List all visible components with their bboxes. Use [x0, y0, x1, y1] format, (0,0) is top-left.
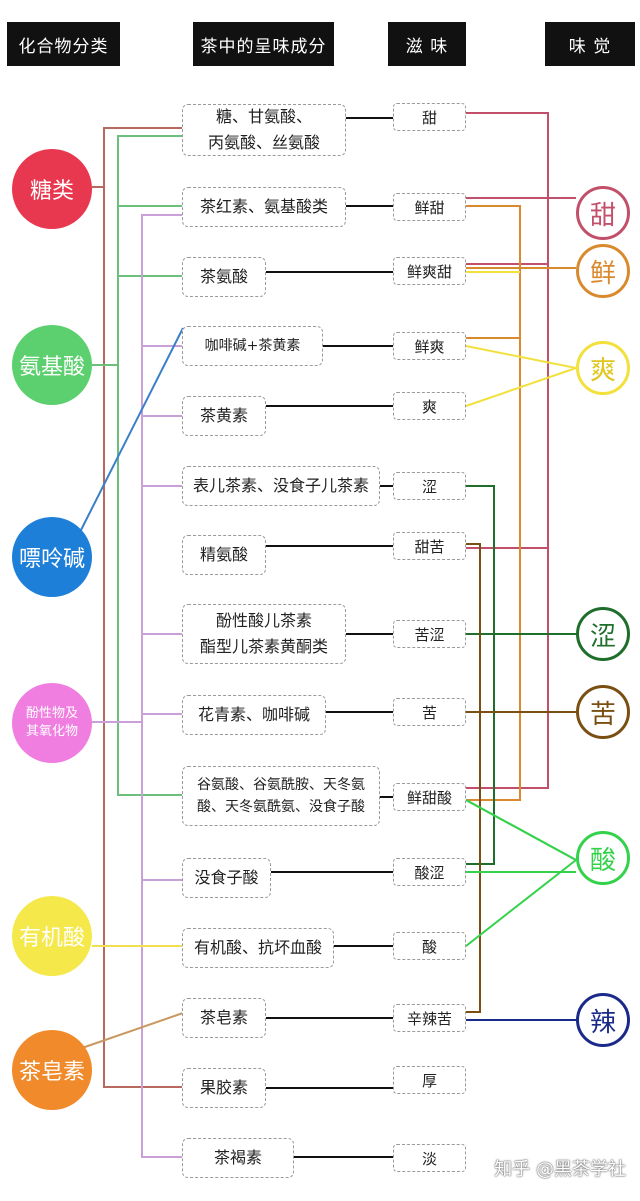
flavor-box: 淡 [393, 1144, 466, 1172]
component-box: 果胶素 [182, 1068, 266, 1108]
component-box: 表儿茶素、没食子儿茶素 [182, 466, 380, 506]
flavor-box: 厚 [393, 1066, 466, 1094]
component-box: 精氨酸 [182, 535, 266, 575]
watermark-text: 知乎 @黑茶学社 [494, 1159, 626, 1180]
flavor-box: 鲜爽甜 [393, 257, 466, 285]
header-flavor-components: 茶中的呈味成分 [193, 22, 334, 66]
header-sense: 味 觉 [545, 22, 635, 66]
component-box: 谷氨酸、谷氨酰胺、天冬氨 酸、天冬氨酰氨、没食子酸 [182, 766, 380, 826]
category-sugars: 糖类 [12, 149, 92, 229]
taste-astringent: 涩 [576, 607, 630, 661]
taste-sweet: 甜 [576, 186, 630, 240]
flavor-box: 鲜爽 [393, 332, 466, 360]
category-amino-acids: 氨基酸 [12, 325, 92, 405]
flavor-box: 苦 [393, 698, 466, 726]
flavor-box: 甜苦 [393, 532, 466, 560]
component-box: 茶褐素 [182, 1138, 294, 1178]
flavor-box: 爽 [393, 392, 466, 420]
flavor-box: 鲜甜酸 [393, 783, 466, 811]
category-organic-acids: 有机酸 [12, 896, 92, 976]
flavor-box: 甜 [393, 103, 466, 131]
component-box: 咖啡碱+茶黄素 [182, 326, 323, 366]
category-purine-alkaloids: 嘌呤碱 [12, 517, 92, 597]
component-box: 茶皂素 [182, 998, 266, 1038]
category-phenolics: 酚性物及其氧化物 [12, 683, 92, 763]
component-box: 花青素、咖啡碱 [182, 695, 326, 735]
flavor-box: 辛辣苦 [393, 1004, 466, 1032]
taste-sour: 酸 [576, 831, 630, 885]
taste-umami: 鲜 [576, 244, 630, 298]
component-box: 茶黄素 [182, 396, 266, 436]
component-box: 茶氨酸 [182, 257, 266, 297]
component-box: 没食子酸 [182, 858, 271, 898]
taste-bitter: 苦 [576, 685, 630, 739]
component-box: 有机酸、抗坏血酸 [182, 928, 334, 968]
category-saponin: 茶皂素 [12, 1030, 92, 1110]
taste-refreshing: 爽 [576, 341, 630, 395]
header-taste: 滋 味 [388, 22, 466, 66]
flavor-box: 苦涩 [393, 620, 466, 648]
component-box: 茶红素、氨基酸类 [182, 187, 346, 227]
taste-spicy: 辣 [576, 993, 630, 1047]
component-box: 糖、甘氨酸、 丙氨酸、丝氨酸 [182, 104, 346, 156]
header-compound-class: 化合物分类 [7, 22, 120, 66]
flavor-box: 酸 [393, 932, 466, 960]
flavor-box: 鲜甜 [393, 193, 466, 221]
flavor-box: 涩 [393, 472, 466, 500]
flavor-box: 酸涩 [393, 858, 466, 886]
component-box: 酚性酸儿茶素 酯型儿茶素黄酮类 [182, 604, 346, 664]
